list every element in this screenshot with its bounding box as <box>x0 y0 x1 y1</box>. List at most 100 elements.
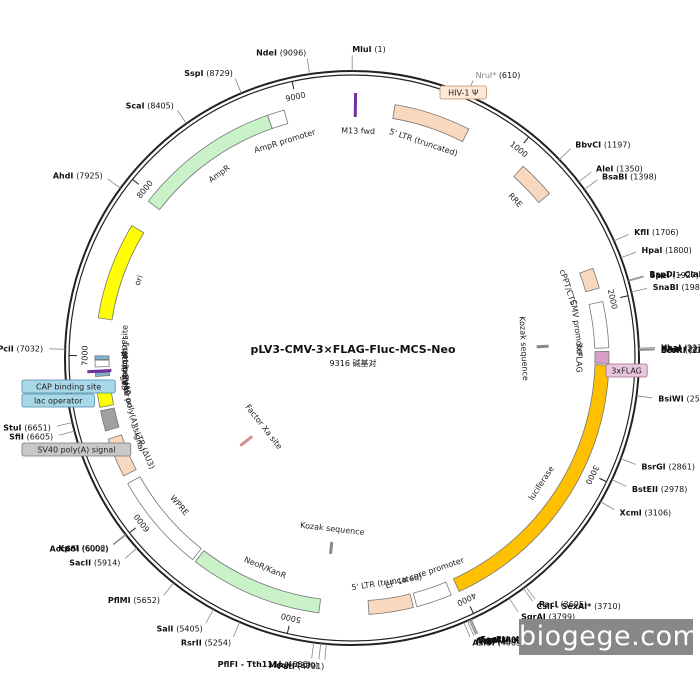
site-hpai[interactable]: HpaI (1800) <box>620 246 692 259</box>
badge-label: HIV-1 Ψ <box>448 89 478 98</box>
site-leader <box>636 395 653 399</box>
site-paci[interactable]: PacI (3695) <box>525 586 587 609</box>
site-sspi[interactable]: SspI (8729) <box>184 68 242 94</box>
site-position: (1197) <box>604 140 631 149</box>
feature-kozak-sequence[interactable]: Kozak sequence <box>517 316 549 381</box>
site-bsteii[interactable]: BstEII (2978) <box>611 479 687 494</box>
feature-shape <box>588 300 610 349</box>
site-sali[interactable]: SalI (5405) <box>157 609 214 633</box>
feature-shape <box>452 364 610 593</box>
site-ahdi[interactable]: AhdI (7925) <box>53 171 121 189</box>
feature-cap-binding-site[interactable]: CAP binding site <box>94 325 130 390</box>
site-snabi[interactable]: SnaBI (1985) <box>631 282 700 293</box>
scale-tick <box>132 178 140 185</box>
scale-tick-label: 9000 <box>285 90 307 103</box>
site-leader <box>611 479 627 487</box>
badge-lac-operator[interactable]: lac operator <box>21 393 95 408</box>
site-noti[interactable]: NotI (4045) <box>466 620 525 646</box>
feature-factor-xa-site[interactable]: Factor Xa site <box>239 403 284 451</box>
site-ecori[interactable]: EcoRI (2290) <box>638 345 700 354</box>
feature-shape <box>127 476 202 561</box>
site-msci[interactable]: MscI (4820) <box>268 643 322 670</box>
site-pflfi-tth111i[interactable]: PflFI - Tth111I (4856) <box>218 642 315 669</box>
feature-label: AmpR <box>207 163 232 185</box>
feature-ampr[interactable]: AmpR <box>147 114 273 211</box>
site-label: PacI (3695) <box>539 600 587 609</box>
site-leader <box>163 582 174 596</box>
feature-neor-kanr[interactable]: NeoR/KanR <box>194 550 322 614</box>
site-position: (7032) <box>17 344 44 353</box>
site-smai[interactable]: SmaI (4035) <box>468 619 530 645</box>
site-sacii[interactable]: SacII (5914) <box>69 547 138 567</box>
site-label: BbvCI (1197) <box>575 140 630 149</box>
site-kpni[interactable]: KpnI (6006) <box>58 534 126 552</box>
site-pcii[interactable]: PciI (7032) <box>0 344 66 353</box>
site-position: (2861) <box>668 462 695 471</box>
site-asisi[interactable]: AsiSI (4065) <box>463 622 525 647</box>
feature-rre[interactable]: RRE <box>506 165 551 209</box>
site-sgrai[interactable]: SgrAI (3799) <box>508 597 575 621</box>
feature-label: M13 rev <box>120 352 130 385</box>
site-spei[interactable]: SpeI (1927) <box>628 271 699 282</box>
feature-3xflag[interactable]: 3xFLAG <box>574 342 610 373</box>
feature-5-ltr-truncated-[interactable]: 5' LTR (truncated) <box>351 572 423 615</box>
site-pflmi[interactable]: PflMI (5652) <box>108 582 174 605</box>
site-nhei[interactable]: NheI (2284) <box>638 344 700 353</box>
feature-label: lac operator <box>119 348 131 398</box>
site-label: SfiI (6605) <box>9 432 53 441</box>
feature-ori[interactable]: ori <box>97 224 145 321</box>
badge-cap-binding-site[interactable]: CAP binding site <box>21 379 116 394</box>
site-bsabi[interactable]: BsaBI (1398) <box>584 172 657 190</box>
site-bspdi-clai[interactable]: BspDI - ClaI (1922) <box>628 270 700 281</box>
badge-hiv-1-[interactable]: HIV-1 Ψ <box>439 85 487 100</box>
site-position: (2278) <box>684 343 700 352</box>
badge-sv40-poly-a-signal[interactable]: SV40 poly(A) signal <box>21 442 132 457</box>
site-bsrgi[interactable]: BsrGI (2861) <box>620 458 695 471</box>
site-name: PciI <box>0 344 17 353</box>
site-label: XcmI (3106) <box>620 508 672 517</box>
feature-label: Factor Xa site <box>243 403 284 451</box>
site-bsiwi[interactable]: BsiWI (2525) <box>636 394 700 403</box>
site-name: BsaBI <box>602 172 630 181</box>
site-scai[interactable]: ScaI (8405) <box>126 101 187 124</box>
feature-shape <box>267 109 289 129</box>
feature-lac-operator[interactable]: lac operator <box>95 348 132 398</box>
feature-m13-rev[interactable]: M13 rev <box>87 352 130 385</box>
feature-m13-fwd[interactable]: M13 fwd <box>341 93 375 136</box>
site-xbai[interactable]: XbaI (2278) <box>638 343 700 352</box>
site-xcmi[interactable]: XcmI (3106) <box>600 501 672 518</box>
site-csii-sexai-[interactable]: CsiI - SexAI* (3710) <box>522 588 621 610</box>
site-label: NdeI (9096) <box>256 48 306 57</box>
site-acc65i[interactable]: Acc65I (6002) <box>50 534 127 553</box>
site-label: PciI (7032) <box>0 344 43 353</box>
site-position: (4065) <box>498 638 525 647</box>
site-mlui[interactable]: MluI (1) <box>351 45 386 72</box>
site-bbvci[interactable]: BbvCI (1197) <box>559 140 631 160</box>
site-psti[interactable]: PstI (4791) <box>278 643 327 670</box>
site-alei[interactable]: AleI (1350) <box>578 164 643 183</box>
site-kfli[interactable]: KflI (1706) <box>613 227 679 242</box>
feature-kozak-sequence[interactable]: Kozak sequence <box>300 521 365 554</box>
site-name: NotI <box>476 636 498 645</box>
site-label: SpeI (1927) <box>650 271 699 280</box>
feature-label: ori <box>133 274 145 287</box>
site-position: (6002) <box>82 544 109 553</box>
site-position: (8405) <box>147 101 174 110</box>
site-name: XcmI <box>620 508 645 517</box>
site-label: SspI (8729) <box>184 68 233 77</box>
feature-label: WPRE <box>168 493 190 517</box>
site-stui[interactable]: StuI (6651) <box>3 422 73 432</box>
badge-label: SV40 poly(A) signal <box>37 446 115 455</box>
feature-lac-promoter[interactable]: lac promoter <box>94 337 130 389</box>
site-label: MluI (1) <box>352 45 386 54</box>
site-name: NheI <box>661 344 685 353</box>
site-position: (4027) <box>503 635 530 644</box>
site-agei[interactable]: AgeI (4027) <box>470 619 529 644</box>
badge-3xflag[interactable]: 3xFLAG <box>605 363 648 378</box>
feature-5-ltr-truncated-[interactable]: 5' LTR (truncated) <box>388 104 470 158</box>
site-ndei[interactable]: NdeI (9096) <box>256 48 310 75</box>
site-rsrii[interactable]: RsrII (5254) <box>181 621 241 647</box>
site-sfii[interactable]: SfiI (6605) <box>9 430 75 441</box>
feature-label: Kozak sequence <box>300 521 365 537</box>
scale-tick-label: 5000 <box>280 611 302 624</box>
